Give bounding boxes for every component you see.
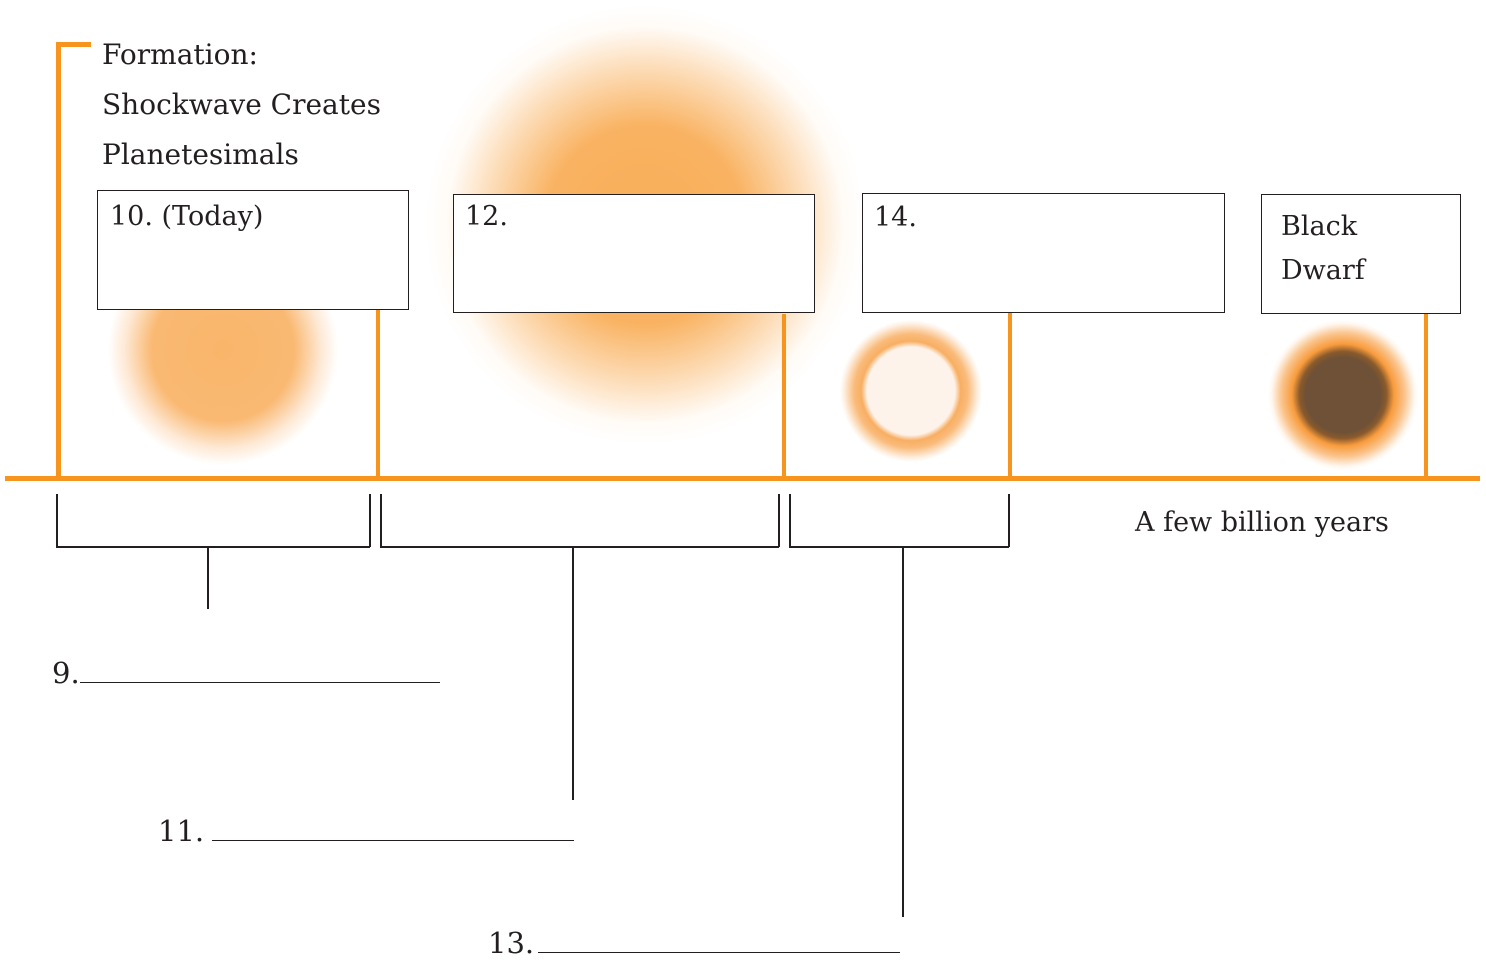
span-bracket-bottom — [789, 546, 1009, 548]
span-bracket-left — [56, 494, 58, 547]
answer-line[interactable] — [212, 812, 575, 841]
timeline-axis — [5, 476, 1480, 481]
stage-box-12[interactable]: 12. — [453, 194, 815, 313]
blank-11[interactable]: 11. — [158, 812, 575, 848]
start-bracket-tick — [56, 42, 91, 47]
stage-box-14[interactable]: 14. — [862, 193, 1225, 313]
blank-number: 11. — [158, 814, 205, 848]
leader-line-13 — [902, 547, 904, 917]
stage-box-label: 10. (Today) — [110, 201, 264, 232]
blank-number: 13. — [488, 926, 535, 960]
start-bracket-vertical — [56, 42, 61, 478]
span-bracket-left — [789, 494, 791, 547]
stage-box-label: Black Dwarf — [1281, 211, 1365, 286]
span-bracket-right — [1008, 494, 1010, 547]
span-bracket-left — [380, 494, 382, 547]
span-bracket-bottom — [380, 546, 779, 548]
span-bracket-right — [778, 494, 780, 547]
blank-9[interactable]: 9. — [52, 654, 440, 690]
answer-line[interactable] — [538, 924, 901, 953]
span-bracket-right — [369, 494, 371, 547]
span-bracket-bottom — [56, 546, 370, 548]
blank-number: 9. — [52, 656, 80, 690]
white-dwarf-icon — [840, 320, 982, 462]
stage-tick-2 — [782, 314, 786, 478]
end-span-label: A few billion years — [1135, 507, 1389, 538]
stage-box-black-dwarf: Black Dwarf — [1261, 194, 1461, 314]
blank-13[interactable]: 13. — [488, 924, 901, 960]
stage-box-label: 14. — [874, 202, 917, 233]
answer-line[interactable] — [79, 654, 440, 683]
black-dwarf-icon — [1268, 320, 1418, 470]
leader-line-11 — [572, 547, 574, 800]
stage-box-label: 12. — [465, 201, 508, 232]
leader-line-9 — [207, 547, 209, 609]
stage-tick-1 — [376, 310, 380, 478]
stage-tick-4 — [1424, 313, 1428, 478]
formation-label: Formation: Shockwave Creates Planetesima… — [102, 38, 381, 171]
stage-tick-3 — [1008, 312, 1012, 478]
stage-box-today[interactable]: 10. (Today) — [97, 190, 409, 310]
